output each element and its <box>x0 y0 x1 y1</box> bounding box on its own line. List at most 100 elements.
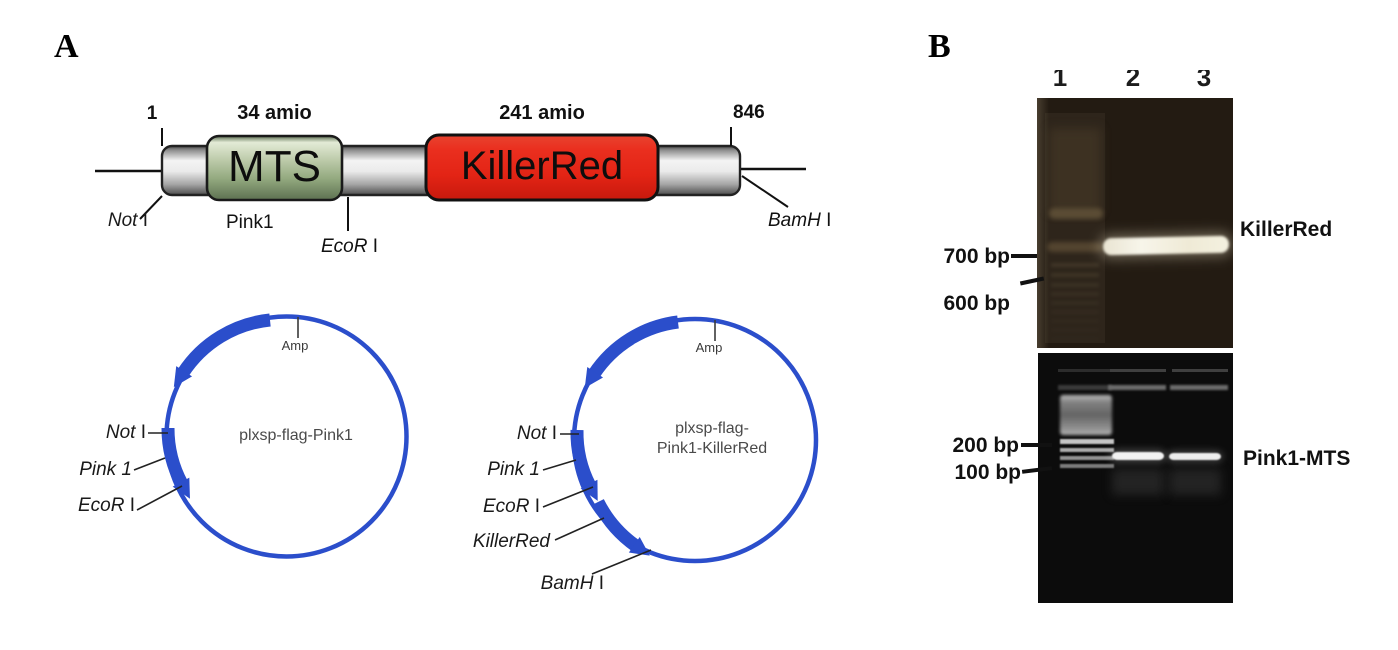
construct-end-pos: 846 <box>733 102 765 123</box>
site-suffix: I <box>135 422 146 443</box>
pink1-leader <box>133 457 166 471</box>
site-suffix: I <box>593 573 604 594</box>
bamh1-leader <box>591 549 652 575</box>
mts-box-label: MTS <box>228 142 321 191</box>
ladder-band <box>1051 328 1099 332</box>
pink1-mts-band-label: Pink1-MTS <box>1243 447 1351 470</box>
lane2-smear <box>1112 469 1164 495</box>
plasmid-right-killerred-segment <box>592 498 650 556</box>
plasmid-right-site-not1: Not I <box>470 423 557 445</box>
plasmid-right-site-pink1: Pink 1 <box>455 459 540 481</box>
gel-edge-glow <box>1037 98 1049 348</box>
pink1-leader <box>542 459 577 471</box>
plasmid-left-name: plxsp-flag-Pink1 <box>239 427 353 444</box>
plasmid-right-name-line1: plxsp-flag- <box>675 420 749 437</box>
well-line <box>1110 369 1166 372</box>
site-text: KillerRed <box>472 531 550 552</box>
plasmid-right-backbone-arrow <box>584 315 679 389</box>
well-line <box>1170 385 1228 390</box>
ecor1-suffix: I <box>367 236 379 257</box>
ladder-band <box>1047 242 1103 252</box>
site-text: EcoR <box>482 496 530 517</box>
ladder-band <box>1051 310 1099 314</box>
well-line <box>1058 369 1112 372</box>
not1-site-label: Not I <box>60 210 148 232</box>
bamh1-site-label: BamH I <box>768 210 832 232</box>
site-text: BamH <box>540 573 594 594</box>
mts-size-label: 34 amio <box>237 102 312 124</box>
pcr-band-killerred <box>1102 235 1230 256</box>
ladder-band <box>1051 319 1099 323</box>
site-text: Not <box>516 423 547 444</box>
killerred-box <box>424 133 660 202</box>
ladder-band-100bp <box>1060 464 1114 468</box>
site-text: Pink 1 <box>487 459 540 480</box>
well-line <box>1108 385 1166 390</box>
killerred-box-label: KillerRed <box>460 144 624 188</box>
panel-b-label: B <box>928 28 951 65</box>
lane-numbers-row: 1 2 3 <box>1040 70 1225 97</box>
plasmid-right-name-line2: Pink1-KillerRed <box>656 440 768 457</box>
panel-a-label: A <box>54 28 79 65</box>
construct-diagram <box>95 127 806 231</box>
ladder-band <box>1051 273 1099 277</box>
ladder-band <box>1051 337 1099 341</box>
ecor1-site-label: EcoR I <box>321 236 379 258</box>
killerred-band-label: KillerRed <box>1240 218 1333 241</box>
plasmid-right-site-ecor1: EcoR I <box>450 496 540 518</box>
lane3-smear <box>1169 469 1221 495</box>
plasmid-right-amp-label: Amp <box>695 340 723 355</box>
site-suffix: I <box>529 496 540 517</box>
ecor1-leader <box>542 486 594 508</box>
marker-700bp-label: 700 bp <box>943 245 1010 268</box>
mts-box <box>205 134 344 202</box>
site-text: Not <box>105 422 136 443</box>
lane-number-3: 3 <box>1196 70 1212 92</box>
ladder-band <box>1051 301 1099 305</box>
marker-200bp-dash <box>1021 443 1052 447</box>
marker-200bp-label: 200 bp <box>952 434 1019 457</box>
ecor1-leader <box>136 485 183 511</box>
ladder-band <box>1049 208 1103 219</box>
ladder-band-200bp <box>1060 439 1114 444</box>
plasmid-left-site-pink1: Pink 1 <box>46 459 132 481</box>
bamh1-suffix: I <box>820 210 832 231</box>
site-suffix: I <box>124 495 135 516</box>
pcr-band-lane2 <box>1112 452 1164 460</box>
construct-start-pos: 1 <box>146 103 158 124</box>
ladder-band <box>1051 292 1099 296</box>
plasmid-left-backbone-arrow <box>173 313 271 388</box>
plasmid-right-site-bamh1: BamH I <box>516 573 604 595</box>
plasmid-left-diagram <box>133 313 409 559</box>
ladder-blob <box>1060 395 1112 435</box>
lane-number-2: 2 <box>1125 70 1141 92</box>
ladder-band <box>1060 448 1114 452</box>
gel-image-killerred <box>1037 98 1233 348</box>
gel-image-pink1-mts <box>1038 353 1233 603</box>
lane-number-1: 1 <box>1052 70 1068 92</box>
marker-600bp-label: 600 bp <box>943 292 1010 315</box>
well-line <box>1058 385 1112 390</box>
not1-suffix: I <box>137 210 148 231</box>
ladder-band <box>1051 263 1099 267</box>
not1-leader-line <box>139 195 163 220</box>
marker-700bp-dash <box>1011 254 1037 258</box>
plasmid-left-site-not1: Not I <box>58 422 146 444</box>
killerred-size-label: 241 amio <box>499 102 585 124</box>
ladder-smear-upper <box>1049 128 1101 213</box>
well-line <box>1172 369 1228 372</box>
ladder-band <box>1060 456 1114 460</box>
site-text: EcoR <box>77 495 125 516</box>
bamh1-enzyme: BamH <box>768 210 821 231</box>
not1-enzyme: Not <box>107 210 138 231</box>
killerred-leader <box>554 517 605 541</box>
plasmid-left-insert-arrow <box>161 427 190 499</box>
pink1-domain-label: Pink1 <box>226 212 274 233</box>
plasmid-left-amp-label: Amp <box>281 338 309 353</box>
bamh1-leader-line <box>741 175 789 208</box>
plasmid-right-diagram <box>542 315 819 575</box>
pcr-band-lane3 <box>1169 453 1221 460</box>
plasmid-right-site-killerred: KillerRed <box>438 531 550 553</box>
plasmid-left-site-ecor1: EcoR I <box>45 495 135 517</box>
